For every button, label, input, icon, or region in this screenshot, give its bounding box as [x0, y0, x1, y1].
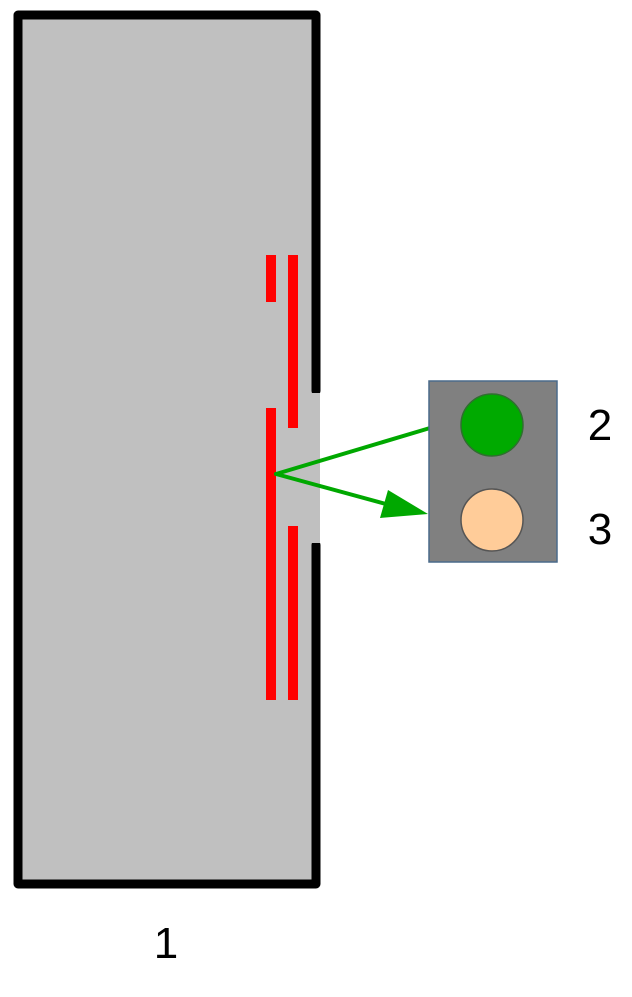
indicator-light-peach [460, 488, 524, 552]
signal-line-top [274, 426, 432, 476]
plate-lower-long [288, 526, 298, 700]
label-indicator-bottom: 3 [588, 505, 612, 554]
arrow-right-icon [380, 490, 428, 518]
plate-upper-long [288, 255, 298, 428]
indicator-light-green [460, 393, 524, 457]
wall-opening [312, 393, 320, 543]
signal-line-bottom [274, 472, 388, 506]
label-indicator-top: 2 [588, 401, 612, 450]
plate-center-long [266, 408, 276, 700]
label-container: 1 [154, 919, 178, 968]
container-outline [13, 10, 321, 889]
plate-upper-short [266, 255, 276, 302]
